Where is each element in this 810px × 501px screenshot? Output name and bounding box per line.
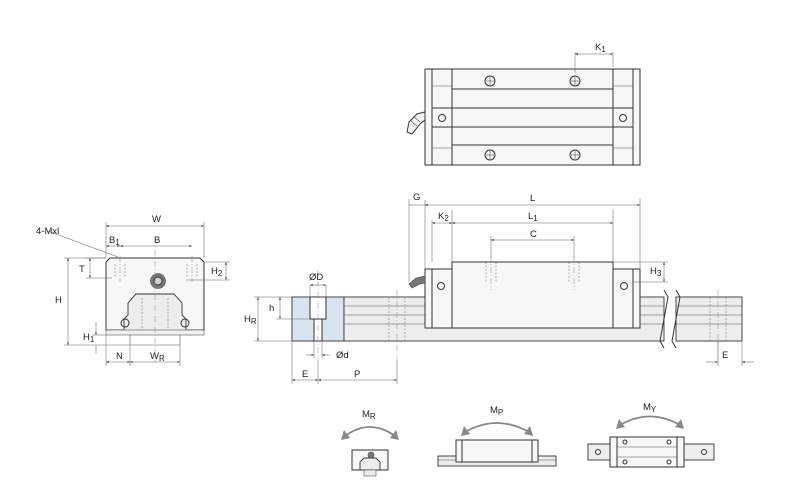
h2-label: H [211, 266, 218, 277]
svg-text:L1: L1 [528, 211, 538, 223]
my-subscript: Y [651, 405, 657, 414]
k2-subscript: 2 [444, 214, 449, 223]
h1-subscript: 1 [90, 335, 95, 344]
top-view: K1 [406, 42, 641, 166]
k2-label: K [438, 211, 445, 222]
bolt-hole [569, 75, 581, 87]
b1-label: B [109, 235, 115, 246]
svg-text:H2: H2 [211, 266, 223, 278]
my-label: M [643, 402, 651, 413]
p-label: P [354, 369, 360, 380]
t-label: T [79, 264, 85, 275]
h2-subscript: 2 [218, 269, 223, 278]
mr-label: M [362, 409, 370, 420]
e-right-label: E [722, 350, 728, 361]
h-small-label: h [269, 303, 274, 314]
svg-text:MY: MY [643, 402, 657, 414]
w-label: W [152, 214, 161, 225]
mr-subscript: R [370, 412, 376, 421]
wr-subscript: R [159, 354, 165, 363]
svg-text:MR: MR [362, 409, 376, 421]
l-label: L [530, 193, 535, 204]
k1-subscript: 1 [601, 45, 606, 54]
mxl-label: 4-Mxl [36, 226, 59, 237]
svg-text:WR: WR [150, 351, 165, 363]
k1-label: K [595, 42, 602, 53]
moment-my-icon: MY [587, 402, 715, 468]
svg-text:B1: B1 [109, 235, 120, 247]
b-label: B [154, 235, 160, 246]
svg-text:K2: K2 [438, 211, 449, 223]
bolt-hole [569, 149, 581, 161]
moment-mp-icon: MP [437, 405, 557, 467]
h3-subscript: 3 [657, 269, 662, 278]
side-view: G L L1 K2 C H3 E ØD h HR [244, 192, 754, 384]
svg-text:K1: K1 [595, 42, 606, 54]
c-label: C [530, 229, 537, 240]
h1-label: H [83, 332, 90, 343]
h3-label: H [650, 266, 657, 277]
mp-subscript: P [498, 408, 503, 417]
grease-nipple-icon [406, 111, 426, 135]
moment-mr-icon: MR [341, 409, 399, 477]
l1-subscript: 1 [533, 214, 538, 223]
svg-text:H3: H3 [650, 266, 662, 278]
end-view: W B1 B 4-Mxl T H2 H H1 N WR [36, 214, 230, 366]
hr-subscript: R [251, 317, 257, 326]
e-label: E [302, 369, 308, 380]
b1-subscript: 1 [115, 238, 120, 247]
bolt-hole [484, 75, 496, 87]
svg-text:MP: MP [490, 405, 503, 417]
od-lower-label: Ød [336, 350, 349, 361]
l1-label: L [528, 211, 533, 222]
od-upper-label: ØD [309, 272, 323, 283]
hr-label: H [244, 314, 251, 325]
n-label: N [116, 351, 123, 362]
g-label: G [413, 192, 420, 203]
mp-label: M [490, 405, 498, 416]
svg-text:HR: HR [244, 314, 257, 326]
svg-text:H1: H1 [83, 332, 95, 344]
h-label: H [55, 295, 62, 306]
wr-label: W [150, 351, 159, 362]
bolt-hole [484, 149, 496, 161]
